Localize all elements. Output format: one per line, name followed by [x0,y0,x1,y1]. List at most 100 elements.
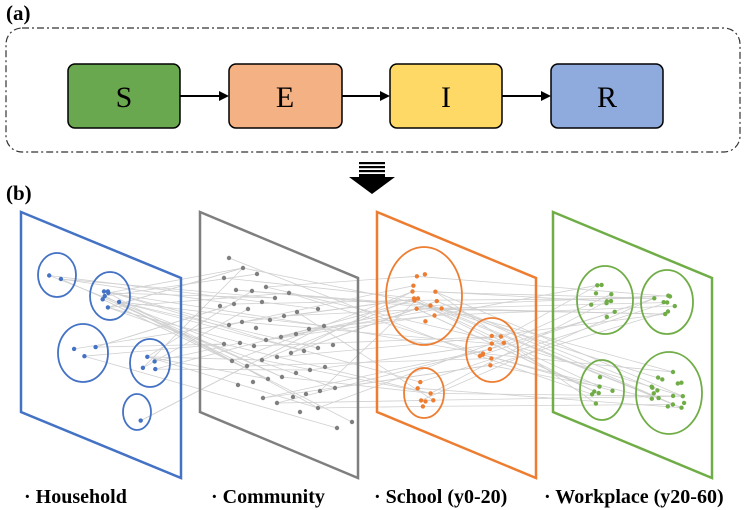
inter-layer-edge [434,305,675,316]
person-node [612,309,617,314]
person-node [414,306,419,311]
person-node [670,402,676,407]
person-node [487,346,493,352]
school-clusters [385,246,519,419]
person-node [233,287,239,293]
person-node [58,276,64,282]
inter-layer-edge [281,376,431,394]
workplace-cluster [635,351,703,435]
person-node [488,363,493,368]
person-node [411,283,416,288]
layer-household [19,210,183,480]
person-node [293,331,299,337]
person-node [414,274,420,279]
person-node [415,386,420,391]
inter-layer-edge [308,315,435,330]
cluster-ellipse [579,359,625,421]
person-node [281,313,287,319]
person-node [245,306,251,312]
person-node [480,351,486,356]
person-node [315,306,321,312]
person-node [489,333,494,339]
person-node [71,346,77,352]
person-node [610,388,615,393]
cluster-ellipse [576,265,634,335]
person-node [226,322,232,328]
person-node [101,289,107,294]
seir-flow: S E I R [67,63,664,129]
inter-layer-edge [280,308,442,338]
panel-a-label: (a) [6,1,31,25]
person-node [140,365,146,370]
person-node [235,382,241,388]
inter-layer-edge [414,300,600,387]
inter-layer-edge [246,358,492,367]
person-node [418,398,424,403]
inter-layer-edge [317,343,492,409]
person-node [665,300,670,305]
person-node [47,273,52,278]
person-node [501,340,507,345]
inter-layer-edge [107,291,230,326]
inter-layer-edge [309,342,504,371]
person-node [93,344,98,350]
person-node [105,289,111,294]
person-node [679,405,684,410]
inter-layer-edge [430,393,683,397]
person-node [660,377,665,382]
transition-s-e-arrow [180,91,229,101]
person-node [434,298,439,304]
inter-layer-edge [435,291,683,397]
person-node [322,364,328,370]
person-node [306,326,312,332]
panel-b-label: (b) [6,181,32,205]
person-node [303,391,309,397]
compartment-e-label: E [276,81,294,114]
person-node [334,425,340,431]
person-node [251,343,257,349]
person-node [418,379,423,385]
compartment-i-label: I [441,81,451,114]
inter-layer-edge [323,325,484,354]
inter-layer-edge [276,348,490,404]
layer-school [375,210,538,480]
compartment-s: S [67,63,181,129]
cluster-ellipse [129,338,171,388]
school-cluster [465,317,519,383]
person-node [297,409,303,415]
household-clusters [37,252,171,431]
person-node [609,292,614,297]
inter-layer-edge [420,302,668,383]
inter-layer-edge [414,300,682,409]
person-node [655,375,661,380]
household-cluster [129,338,171,388]
person-node [349,419,355,425]
inter-layer-edge [119,301,325,327]
inter-layer-edge [108,292,319,409]
household-cluster [89,271,131,321]
person-node [100,297,105,302]
person-node [649,396,654,401]
person-node [293,370,299,376]
inter-layer-edge [283,298,419,317]
person-node [332,385,338,391]
person-node [263,337,269,343]
person-node [423,319,428,324]
person-node [681,400,687,406]
cluster-ellipse [89,271,131,321]
workplace-clusters [576,265,703,435]
person-node [315,345,321,351]
person-node [680,394,685,399]
person-node [593,401,599,406]
person-node [82,354,87,359]
person-node [665,309,671,314]
person-node [595,283,600,288]
person-node [415,296,421,301]
inter-layer-edge [420,297,655,401]
inter-layer-edge [228,285,414,326]
person-node [410,289,415,294]
person-node [294,309,300,315]
person-node [116,299,122,305]
person-node [239,319,245,325]
